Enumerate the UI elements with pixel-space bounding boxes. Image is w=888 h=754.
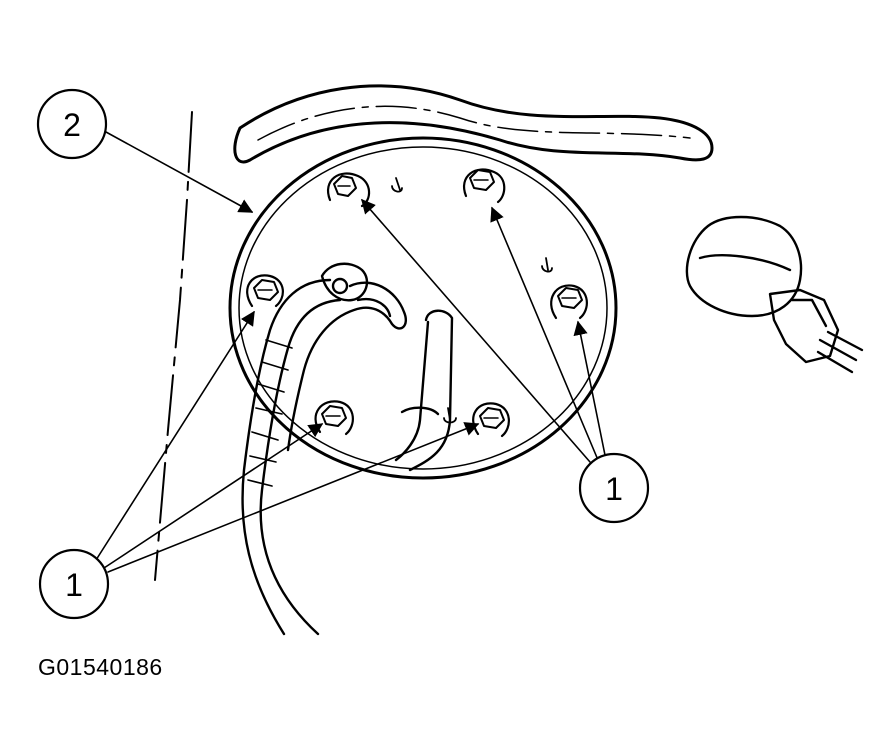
callout-2-label: 2	[63, 107, 81, 143]
fuel-pump-flange	[228, 136, 618, 480]
alignment-tab-marks	[391, 177, 553, 424]
mounting-nut	[472, 402, 510, 438]
mounting-nut	[550, 284, 588, 320]
leader-arrows	[95, 131, 607, 573]
tank-edge-line	[154, 111, 193, 581]
callout-1-right-label: 1	[605, 471, 623, 507]
leader-arrow	[573, 320, 607, 461]
leader-arrow	[107, 422, 480, 573]
leader-arrow	[105, 131, 254, 213]
leader-arrow	[361, 198, 591, 463]
figure-id-label: G01540186	[38, 654, 163, 680]
leader-arrow	[95, 310, 255, 561]
callout-1-left-label: 1	[65, 567, 83, 603]
mounting-nut	[463, 168, 506, 204]
mounting-nut	[314, 400, 354, 436]
fuel-hoses	[241, 262, 454, 636]
mounting-nut	[246, 274, 284, 308]
electrical-connector	[685, 215, 864, 374]
mounting-nut	[327, 172, 371, 208]
callout-1-right: 1	[578, 452, 650, 524]
leader-arrow	[490, 206, 599, 461]
callout-2: 2	[36, 88, 108, 160]
heat-shield-strap	[233, 84, 714, 164]
mounting-nuts	[246, 168, 588, 438]
leader-arrow	[103, 423, 324, 569]
callout-1-left: 1	[38, 548, 110, 620]
